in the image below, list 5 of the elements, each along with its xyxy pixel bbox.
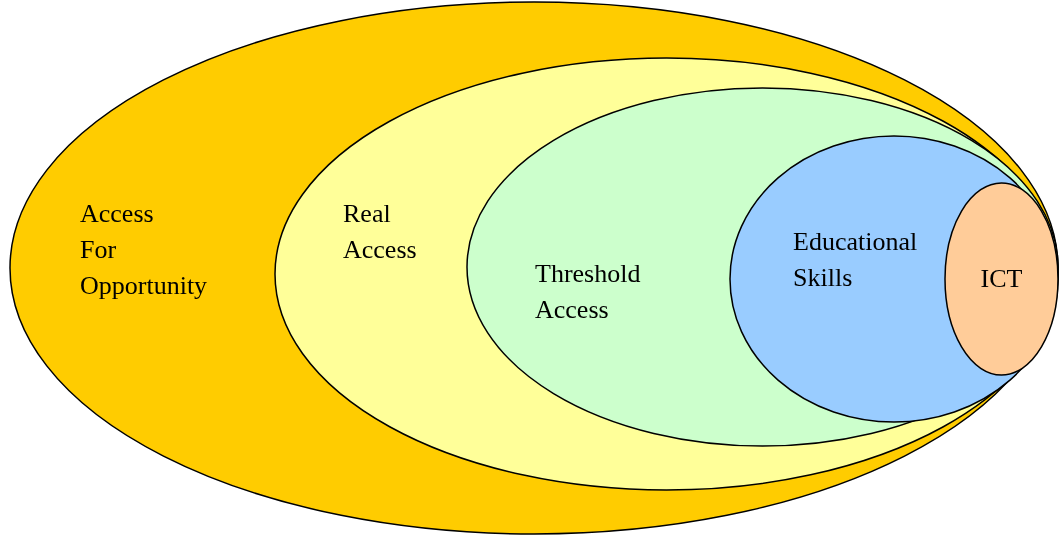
region-label: Threshold Access [535, 258, 641, 326]
region-label: Real Access [343, 198, 417, 266]
region-label: ICT [980, 263, 1023, 295]
region-label: Educational Skills [793, 226, 918, 294]
region-label: Access For Opportunity [80, 198, 208, 302]
